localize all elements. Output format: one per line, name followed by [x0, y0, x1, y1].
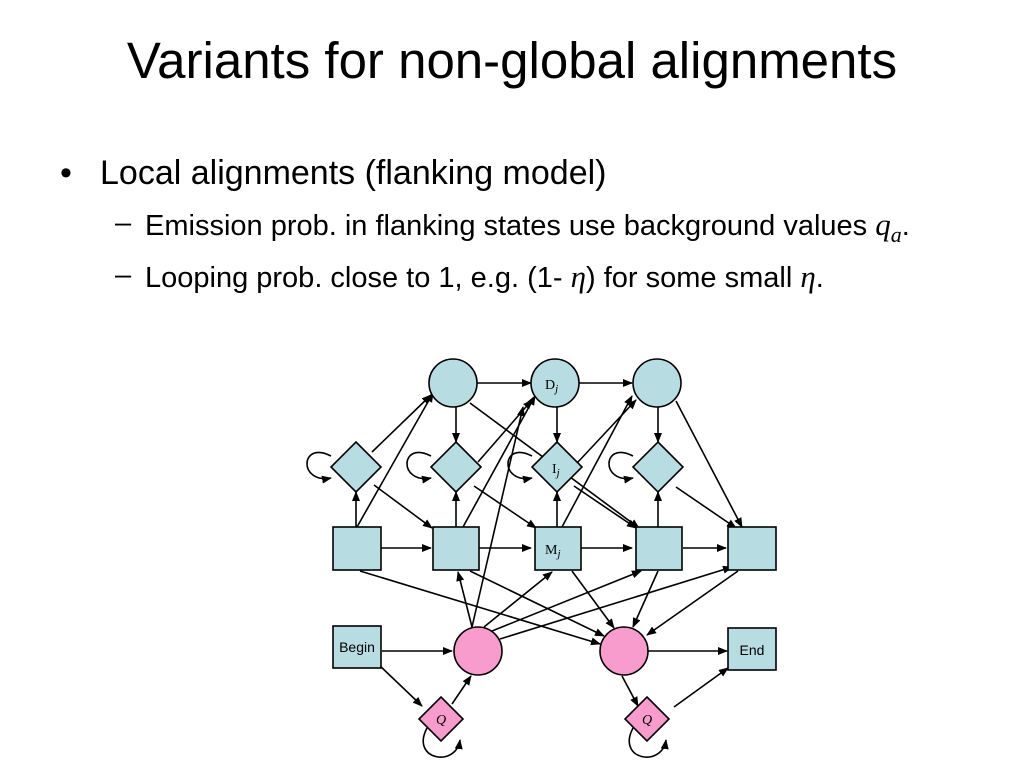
sub-bullet-dash: –	[115, 259, 132, 292]
insert-states	[329, 440, 685, 494]
eta-symbol: η	[800, 259, 816, 295]
sub-bullet-looping-mid: ) for some small	[586, 262, 801, 295]
delete-state-1	[428, 358, 478, 408]
sub-bullet-dash: –	[115, 206, 132, 239]
delete-states	[428, 358, 682, 408]
sub-bullet-emission-text: Emission prob. in flanking states use ba…	[145, 209, 876, 242]
bullet-list: • Local alignments (flanking model) – Em…	[60, 152, 980, 298]
match-state-j	[534, 526, 582, 571]
match-state-label: Mj	[545, 543, 561, 560]
sub-bullet-emission: – Emission prob. in flanking states use …	[60, 205, 980, 250]
end-state-label: End	[740, 642, 765, 658]
begin-state-label: Begin	[339, 639, 375, 655]
slide-title: Variants for non-global alignments	[126, 32, 898, 89]
match-states	[332, 526, 777, 571]
q-a-symbol: qa	[875, 206, 902, 247]
left-flank-state	[453, 626, 503, 676]
sub-bullet-emission-end: .	[901, 209, 910, 242]
left-flank-q-label: Q	[436, 713, 446, 728]
begin-state	[332, 625, 382, 669]
sub-bullet-looping: – Looping prob. close to 1, e.g. (1- η) …	[60, 257, 980, 298]
match-state-1	[332, 526, 382, 571]
bullet-dot: •	[60, 154, 72, 192]
bullet-text: Local alignments (flanking model)	[100, 154, 607, 192]
right-flank-q-label: Q	[642, 713, 652, 728]
end-state	[727, 627, 777, 671]
left-flank-q-state	[417, 695, 465, 743]
insert-state-1	[329, 440, 383, 494]
sub-bullet-looping-text: Looping prob. close to 1, e.g. (1-	[145, 262, 571, 295]
insert-state-2	[429, 440, 483, 494]
insert-state-j	[530, 440, 584, 494]
match-state-5	[727, 526, 777, 571]
delete-state-j	[530, 358, 580, 408]
right-flank-state	[599, 626, 649, 676]
delete-state-label: Dj	[545, 378, 558, 395]
insert-state-4	[631, 440, 685, 494]
sub-bullet-looping-end: .	[815, 262, 824, 295]
right-flank-q-state	[623, 695, 671, 743]
match-state-4	[635, 526, 683, 571]
bullet-local-alignments: • Local alignments (flanking model)	[60, 152, 980, 195]
delete-state-3	[632, 358, 682, 408]
insert-state-label: Ij	[552, 462, 560, 479]
match-state-2	[432, 526, 480, 571]
eta-symbol: η	[570, 259, 586, 295]
